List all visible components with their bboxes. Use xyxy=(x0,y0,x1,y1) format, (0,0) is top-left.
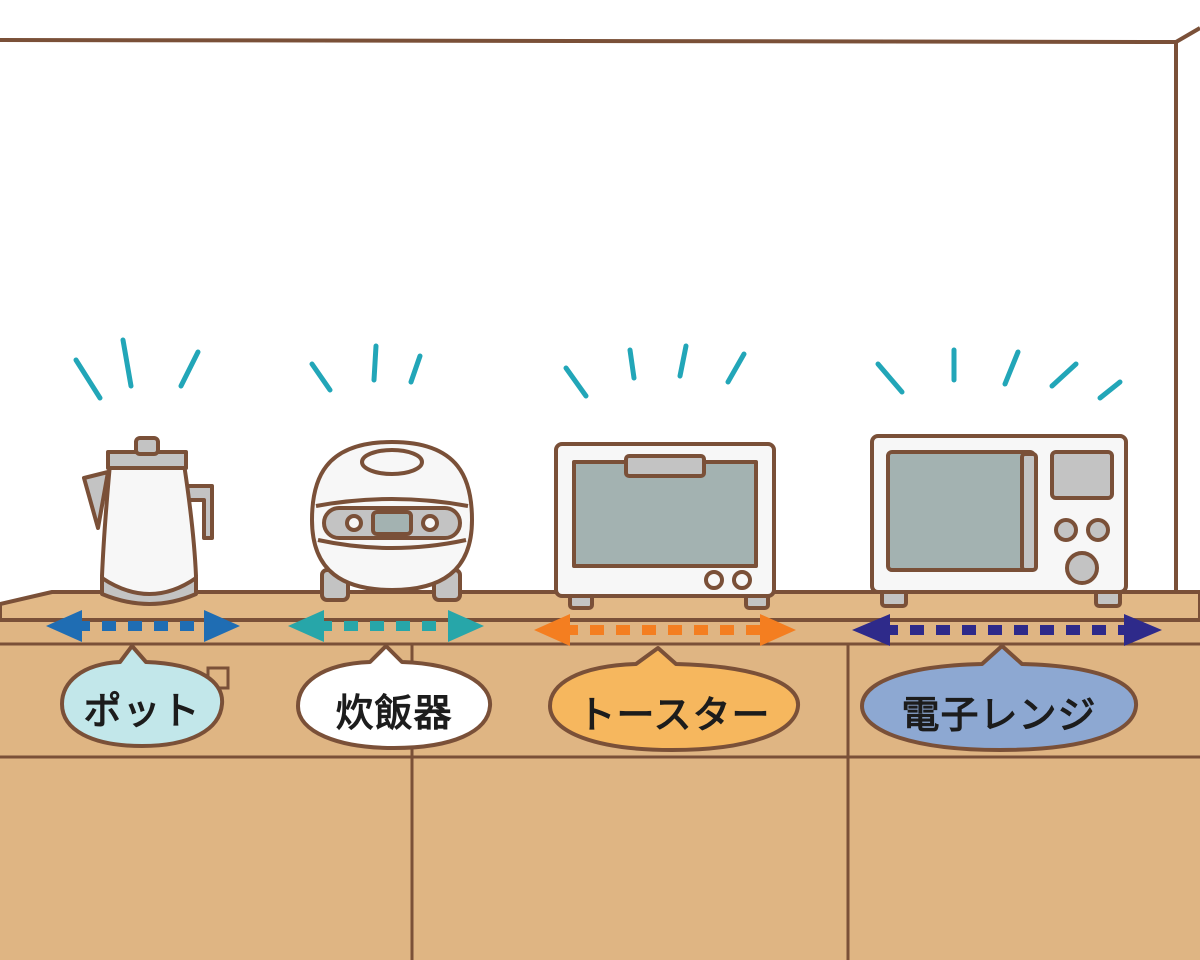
toaster-label: トースター xyxy=(577,693,771,737)
pot-width-arrow xyxy=(46,610,240,642)
pot-label: ポット xyxy=(83,689,201,733)
sparkle-lines xyxy=(73,337,1123,401)
microwave-label-bubble xyxy=(860,644,1139,752)
toaster-label-bubble xyxy=(548,646,801,752)
rice-cooker-icon xyxy=(310,440,474,602)
rice-cooker-label-bubble xyxy=(296,644,493,750)
kitchen-counter xyxy=(0,590,1200,960)
microwave-icon xyxy=(870,434,1128,608)
toaster-oven-icon xyxy=(554,442,776,610)
pot-label-bubble xyxy=(60,644,225,748)
microwave-label: 電子レンジ xyxy=(901,693,1097,737)
rice-cooker-width-arrow xyxy=(288,610,484,642)
toaster-width-arrow xyxy=(534,614,796,646)
microwave-width-arrow xyxy=(852,614,1162,646)
rice-cooker-label: 炊飯器 xyxy=(335,691,453,735)
electric-kettle-icon xyxy=(82,436,214,606)
